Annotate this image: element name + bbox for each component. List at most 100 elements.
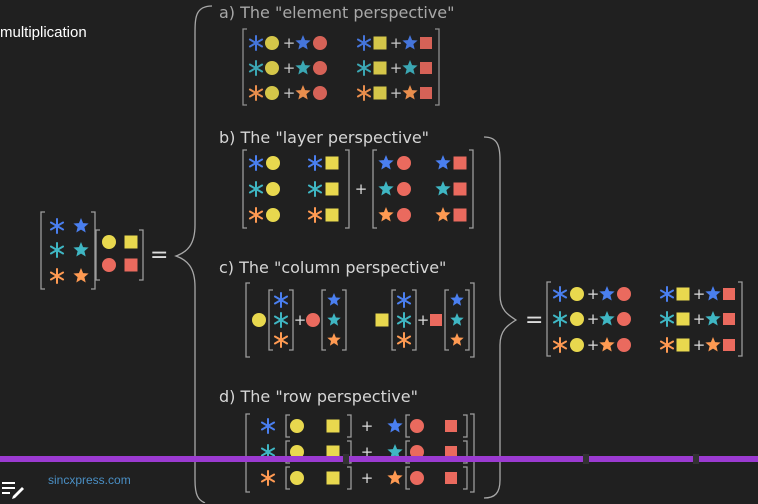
star-icon <box>450 313 464 326</box>
asterisk-icon <box>552 286 568 302</box>
plus-sign: + <box>693 310 706 328</box>
red-square-icon <box>420 37 432 49</box>
star-icon <box>295 60 311 75</box>
plus-sign: + <box>390 34 403 52</box>
matrix-bracket-right <box>412 289 417 351</box>
matrix-bracket-left <box>391 289 396 351</box>
plus-sign: + <box>390 59 403 77</box>
asterisk-icon <box>273 292 289 308</box>
circle-icon <box>265 36 279 50</box>
circle-icon <box>265 86 279 100</box>
red-square-icon <box>723 339 735 351</box>
perspective-c-title: c) The "column perspective" <box>219 258 446 277</box>
star-icon <box>705 286 721 301</box>
red-circle-icon <box>313 36 327 50</box>
matrix-bracket-left <box>285 440 290 464</box>
square-icon <box>325 156 339 170</box>
red-square-icon <box>453 182 467 196</box>
matrix-bracket-left <box>285 466 290 490</box>
matrix-bracket-right <box>347 466 352 490</box>
plus-sign: + <box>355 180 368 198</box>
square-icon <box>373 61 387 75</box>
asterisk-icon <box>260 470 276 486</box>
asterisk-icon <box>248 60 264 76</box>
perspective-b-title: b) The "layer perspective" <box>219 128 429 147</box>
matrix-bracket-right <box>139 229 144 281</box>
plus-sign: + <box>693 285 706 303</box>
star-icon <box>73 218 89 233</box>
matrix-bracket-left <box>268 289 273 351</box>
perspective-a-title: a) The "element perspective" <box>219 3 455 22</box>
star-icon <box>599 286 615 301</box>
square-icon <box>326 445 340 459</box>
matrix-bracket-right <box>342 289 347 351</box>
matrix-bracket-left <box>242 28 247 106</box>
plus-sign: + <box>417 311 430 329</box>
circle-icon <box>266 208 280 222</box>
perspective-d-title: d) The "row perspective" <box>219 387 418 406</box>
timeline-chapter-marker[interactable] <box>343 454 349 464</box>
asterisk-icon <box>273 332 289 348</box>
timeline-chapter-marker[interactable] <box>693 454 699 464</box>
left-brace <box>174 5 213 503</box>
matrix-bracket-left <box>242 149 247 229</box>
circle-icon <box>290 419 304 433</box>
matrix-bracket-right <box>463 466 468 490</box>
star-icon <box>327 313 341 326</box>
star-icon <box>450 333 464 346</box>
matrix-bracket-right <box>463 440 468 464</box>
star-icon <box>73 268 89 283</box>
red-circle-icon <box>397 156 411 170</box>
matrix-bracket-left <box>245 413 250 493</box>
square-icon <box>326 471 340 485</box>
timeline-chapter-marker[interactable] <box>583 454 589 464</box>
asterisk-icon <box>396 292 412 308</box>
asterisk-icon <box>659 337 675 353</box>
star-icon <box>327 333 341 346</box>
plus-sign: + <box>587 336 600 354</box>
matrix-bracket-right <box>463 414 468 438</box>
matrix-bracket-left <box>405 440 410 464</box>
asterisk-icon <box>356 35 372 51</box>
circle-icon <box>265 61 279 75</box>
star-icon <box>73 242 89 257</box>
asterisk-icon <box>248 35 264 51</box>
red-circle-icon <box>410 445 424 459</box>
red-circle-icon <box>397 182 411 196</box>
circle-icon <box>102 235 116 249</box>
circle-icon <box>266 182 280 196</box>
asterisk-icon <box>307 181 323 197</box>
matrix-bracket-right <box>465 289 470 351</box>
asterisk-icon <box>307 155 323 171</box>
star-icon <box>402 35 418 50</box>
red-square-icon <box>124 258 138 272</box>
playlist-edit-icon[interactable] <box>0 478 26 500</box>
square-icon <box>325 182 339 196</box>
red-square-icon <box>420 87 432 99</box>
star-icon <box>599 311 615 326</box>
matrix-bracket-left <box>40 211 45 290</box>
square-icon <box>373 86 387 100</box>
red-circle-icon <box>410 471 424 485</box>
star-icon <box>387 470 403 485</box>
row-perspective-matrix: +++ <box>245 413 475 493</box>
asterisk-icon <box>396 312 412 328</box>
square-icon <box>676 338 690 352</box>
red-circle-icon <box>102 258 116 272</box>
matrix-bracket-left <box>405 414 410 438</box>
star-icon <box>295 35 311 50</box>
matrix-bracket-right <box>435 28 440 106</box>
left-matrix-B <box>95 229 144 281</box>
circle-icon <box>290 471 304 485</box>
result-matrix: ++++++ <box>546 281 743 357</box>
circle-icon <box>252 313 266 327</box>
square-icon <box>124 235 138 249</box>
star-icon <box>705 337 721 352</box>
red-square-icon <box>723 313 735 325</box>
red-circle-icon <box>410 419 424 433</box>
element-perspective-matrix: ++++++ <box>242 28 440 106</box>
red-square-icon <box>445 446 457 458</box>
red-circle-icon <box>313 61 327 75</box>
video-timeline[interactable] <box>0 454 758 464</box>
